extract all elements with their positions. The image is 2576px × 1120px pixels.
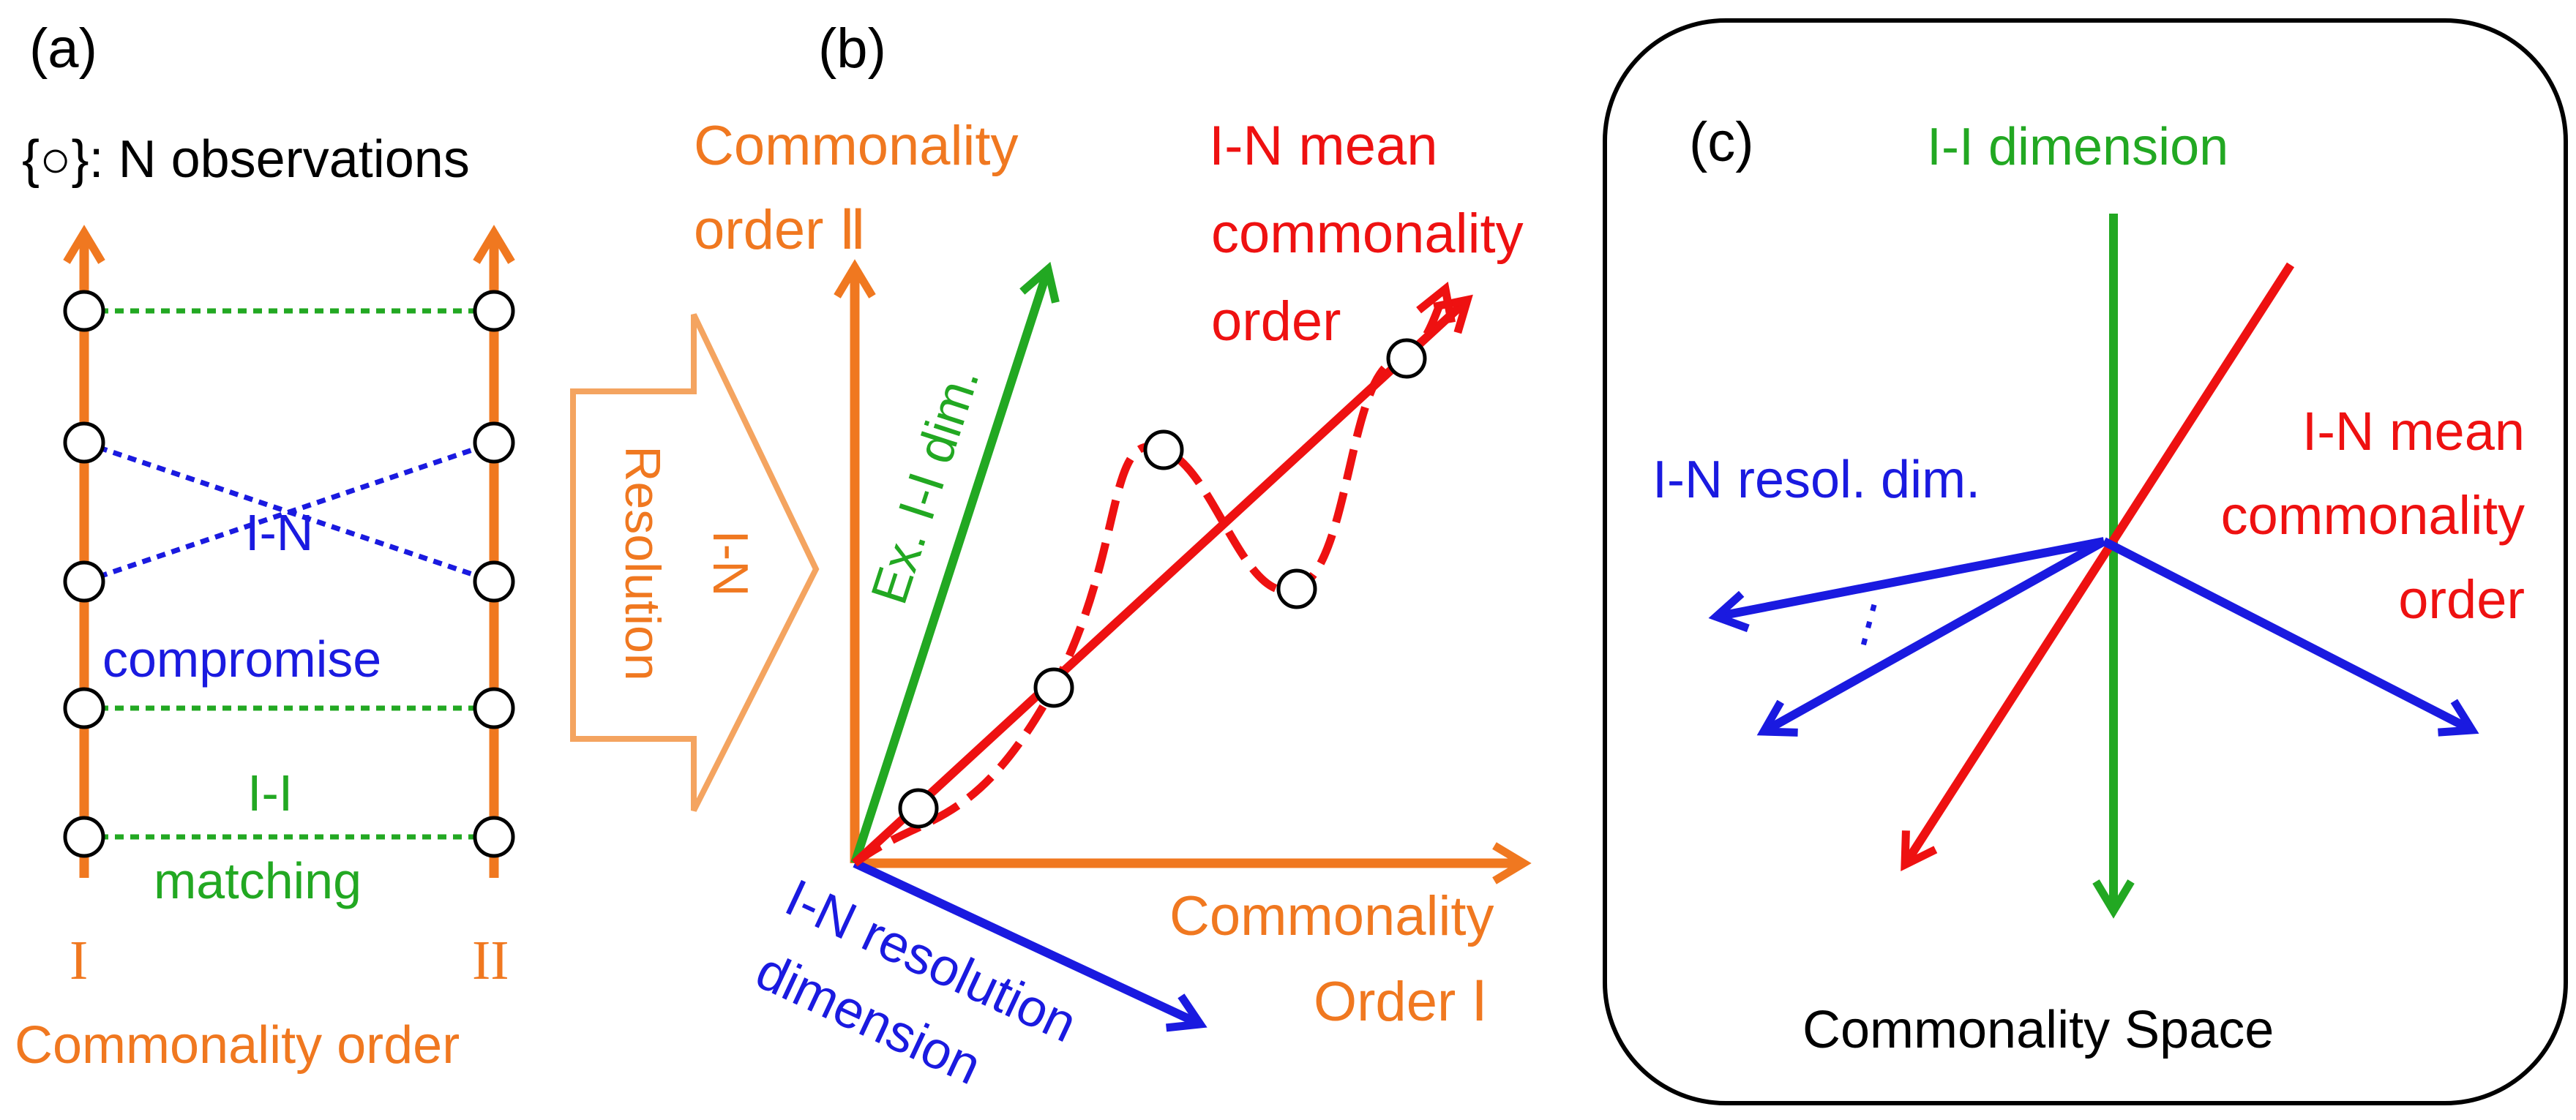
in-compromise-line [83,440,495,585]
panel-c-label: (c) [1689,111,1754,173]
observation-circle [63,687,105,729]
panel-a-label: (a) [29,18,97,80]
observations-legend: {○}: N observations [22,130,470,189]
mean-commonality-axis [1901,262,2295,871]
commonality-space-frame [1603,18,2568,1105]
observation-circle [1033,667,1074,708]
observation-circle [63,290,105,332]
x-axis-label-line1: Commonality [1169,885,1494,947]
observation-circle [63,560,105,603]
resolution-label: Resolution [615,446,670,680]
mean-order-c-label-line1: I-N mean [2302,401,2525,462]
observation-circle [473,421,515,464]
observation-circle [1143,429,1184,470]
ii-dimension-label: Ex. I-I dim. [860,360,990,610]
matching-label-line1: I-I [247,764,293,822]
compromise-label-line2: compromise [102,631,381,688]
block-arrow-shape [570,313,820,812]
y-axis-label-line1: Commonality [694,115,1018,177]
resolution-dimension-axis [2102,537,2479,737]
axis-1-numeral: I [70,930,88,991]
observation-curve [852,281,1456,867]
matching-label-line2: matching [154,852,362,909]
resolution-ellipsis: ⋮ [1837,589,1901,657]
axis-2-numeral: II [472,930,509,991]
mean-order-label-line3: order [1211,290,1341,353]
in-mean-commonality-vector [851,294,1473,867]
panel-c: (c) I-I dimension ⋮ I-N resol. dim. I-N … [1603,18,2568,1105]
observation-circle [63,816,105,858]
ii-dimension-vector [850,261,1060,865]
observation-circle [1276,568,1317,609]
observation-circle [473,816,515,858]
mean-order-label-line1: I-N mean [1209,115,1438,177]
x-axis-label-line2: Order Ⅰ [1314,971,1488,1033]
observation-circle [1386,338,1427,379]
mean-order-c-label-line3: order [2398,569,2525,630]
commonality-space-caption: Commonality Space [1802,1001,2274,1059]
resolution-arrow: Resolution I-N [570,313,820,812]
panel-b: (b) Commonality order Ⅱ Commonality Orde… [694,18,1532,1096]
panel-a: (a) {○}: N observations I-N compromise I… [15,18,515,1075]
observation-circle [473,687,515,729]
resolution-dimension-axis [1756,537,2106,737]
compromise-label-line1: I-N [245,504,313,561]
y-axis-label-line2: order Ⅱ [694,199,866,261]
resolution-dimension-axis [1708,537,2105,633]
panel-b-label: (b) [818,18,886,80]
in-resolution-vector [853,859,1208,1032]
observation-circle [473,560,515,603]
mean-order-label-line2: commonality [1211,203,1524,265]
observation-circle [63,421,105,464]
resolution-dimension-label: I-N resol. dim. [1652,451,1980,509]
mean-order-c-label-line2: commonality [2221,485,2525,546]
ii-dimension-axis-label: I-I dimension [1927,118,2228,176]
observation-circle [473,290,515,332]
axis-caption: Commonality order [15,1016,460,1075]
observation-circle [898,788,939,829]
in-label-rotated: I-N [703,530,758,597]
